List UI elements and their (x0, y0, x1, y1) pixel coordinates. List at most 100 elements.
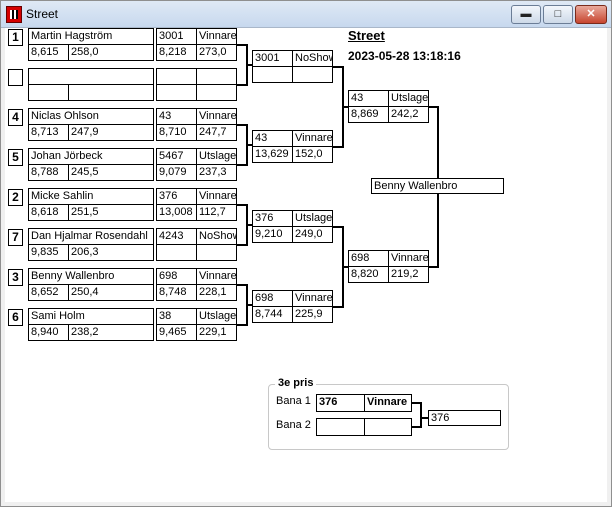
speed-field[interactable]: 225,9 (292, 306, 333, 323)
speed-field[interactable] (292, 66, 333, 83)
speed-field[interactable]: 152,0 (292, 146, 333, 163)
lane1-status-field[interactable]: Vinnare (364, 394, 412, 412)
bracket-line (333, 146, 344, 148)
winner-field[interactable]: Benny Wallenbro (371, 178, 504, 194)
maximize-button[interactable]: □ (543, 5, 573, 24)
bracket-line (237, 164, 248, 166)
title-bar[interactable]: Street ▬ □ ✕ (1, 1, 611, 28)
bracket-line (420, 417, 428, 419)
car-number-field[interactable]: 5467 (156, 148, 197, 165)
speed-field[interactable]: 238,2 (68, 324, 154, 341)
driver-name-field[interactable]: Dan Hjalmar Rosendahl (28, 228, 154, 245)
driver-name-field[interactable]: Johan Jörbeck (28, 148, 154, 165)
speed-field[interactable] (196, 244, 237, 261)
speed-field[interactable]: 247,9 (68, 124, 154, 141)
speed-field[interactable] (68, 84, 154, 101)
time-field[interactable]: 8,618 (28, 204, 69, 221)
time-field[interactable]: 8,748 (156, 284, 197, 301)
time-field[interactable]: 9,465 (156, 324, 197, 341)
time-field[interactable]: 8,869 (348, 106, 389, 123)
car-number-field[interactable]: 43 (252, 130, 293, 147)
speed-field[interactable]: 206,3 (68, 244, 154, 261)
speed-field[interactable]: 247,7 (196, 124, 237, 141)
car-number-field[interactable]: 3001 (252, 50, 293, 67)
car-number-field[interactable]: 698 (252, 290, 293, 307)
car-number-field[interactable]: 43 (348, 90, 389, 107)
time-field[interactable]: 9,210 (252, 226, 293, 243)
car-number-field[interactable]: 376 (252, 210, 293, 227)
time-field[interactable]: 8,744 (252, 306, 293, 323)
status-field[interactable] (196, 68, 237, 85)
status-field[interactable]: NoShow (292, 50, 333, 67)
car-number-field[interactable] (156, 68, 197, 85)
time-field[interactable] (28, 84, 69, 101)
status-field[interactable]: Utslagen (196, 148, 237, 165)
speed-field[interactable]: 251,5 (68, 204, 154, 221)
speed-field[interactable]: 228,1 (196, 284, 237, 301)
car-number-field[interactable]: 698 (156, 268, 197, 285)
car-number-field[interactable]: 4243 (156, 228, 197, 245)
speed-field[interactable]: 242,2 (388, 106, 429, 123)
status-field[interactable]: Vinnare (292, 130, 333, 147)
driver-name-field[interactable]: Sami Holm (28, 308, 154, 325)
driver-name-field[interactable]: Martin Hagström (28, 28, 154, 45)
status-field[interactable]: NoShow (196, 228, 237, 245)
bracket-line (412, 402, 422, 404)
status-field[interactable]: Vinnare (196, 268, 237, 285)
speed-field[interactable]: 245,5 (68, 164, 154, 181)
driver-name-field[interactable]: Micke Sahlin (28, 188, 154, 205)
time-field[interactable]: 8,615 (28, 44, 69, 61)
status-field[interactable]: Utslagen (292, 210, 333, 227)
time-field[interactable]: 8,713 (28, 124, 69, 141)
car-number-field[interactable]: 376 (156, 188, 197, 205)
bracket-line (237, 84, 248, 86)
bracket-line (237, 44, 248, 46)
status-field[interactable]: Utslagen (388, 90, 429, 107)
time-field[interactable]: 8,218 (156, 44, 197, 61)
driver-name-field[interactable] (28, 68, 154, 85)
speed-field[interactable]: 112,7 (196, 204, 237, 221)
status-field[interactable]: Utslagen (196, 308, 237, 325)
speed-field[interactable]: 219,2 (388, 266, 429, 283)
close-button[interactable]: ✕ (575, 5, 607, 24)
time-field[interactable]: 8,788 (28, 164, 69, 181)
minimize-button[interactable]: ▬ (511, 5, 541, 24)
speed-field[interactable]: 250,4 (68, 284, 154, 301)
time-field[interactable]: 8,652 (28, 284, 69, 301)
status-field[interactable]: Vinnare (196, 28, 237, 45)
time-field[interactable]: 9,835 (28, 244, 69, 261)
time-field[interactable]: 9,079 (156, 164, 197, 181)
driver-name-field[interactable]: Niclas Ohlson (28, 108, 154, 125)
window-title: Street (26, 7, 59, 21)
status-field[interactable]: Vinnare (196, 108, 237, 125)
speed-field[interactable] (196, 84, 237, 101)
status-field[interactable]: Vinnare (388, 250, 429, 267)
car-number-field[interactable]: 38 (156, 308, 197, 325)
time-field[interactable]: 8,710 (156, 124, 197, 141)
lane2-status-field[interactable] (364, 418, 412, 436)
driver-name-field[interactable]: Benny Wallenbro (28, 268, 154, 285)
time-field[interactable]: 8,940 (28, 324, 69, 341)
third-place-group (268, 384, 509, 450)
time-field[interactable]: 8,820 (348, 266, 389, 283)
time-field[interactable] (156, 244, 197, 261)
time-field[interactable] (252, 66, 293, 83)
car-number-field[interactable]: 698 (348, 250, 389, 267)
car-number-field[interactable]: 3001 (156, 28, 197, 45)
speed-field[interactable]: 258,0 (68, 44, 154, 61)
speed-field[interactable]: 237,3 (196, 164, 237, 181)
car-number-field[interactable]: 43 (156, 108, 197, 125)
time-field[interactable]: 13,008 (156, 204, 197, 221)
speed-field[interactable]: 249,0 (292, 226, 333, 243)
speed-field[interactable]: 229,1 (196, 324, 237, 341)
speed-field[interactable]: 273,0 (196, 44, 237, 61)
status-field[interactable]: Vinnare (196, 188, 237, 205)
lane2-number-field[interactable] (316, 418, 365, 436)
lane1-number-field[interactable]: 376 (316, 394, 365, 412)
time-field[interactable] (156, 84, 197, 101)
bracket-line (246, 224, 252, 226)
third-place-result-field[interactable]: 376 (428, 410, 501, 426)
status-field[interactable]: Vinnare (292, 290, 333, 307)
time-field[interactable]: 13,629 (252, 146, 293, 163)
bracket-line (333, 226, 344, 228)
